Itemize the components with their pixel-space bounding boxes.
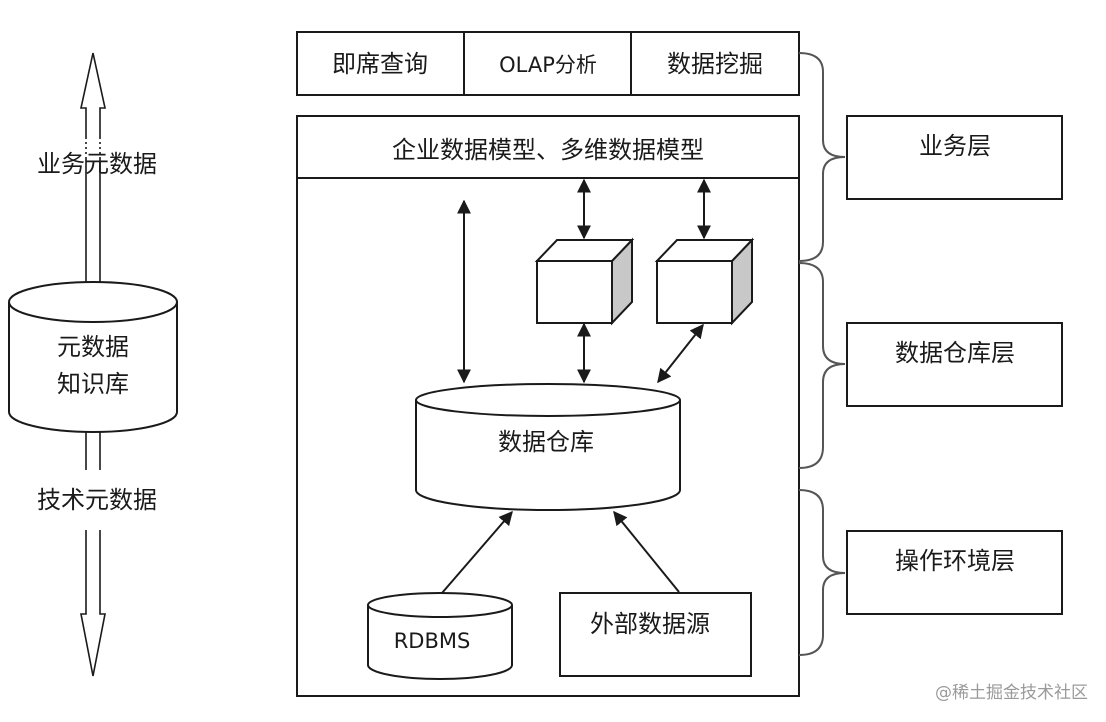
data-cube-2 bbox=[654, 237, 755, 326]
layer-braces bbox=[798, 52, 846, 656]
tool-data-mining: 数据挖掘 bbox=[667, 50, 763, 78]
metadata-knowledge-base-cylinder bbox=[8, 281, 178, 433]
watermark: @稀土掘金技术社区 bbox=[935, 683, 1088, 703]
metadata-axis: 业务元数据 元数据 知识库 技术元数据 bbox=[8, 52, 178, 677]
tool-olap-analysis: OLAP分析 bbox=[499, 53, 597, 77]
brace-operation-layer bbox=[798, 489, 846, 656]
business-layer-label: 业务层 bbox=[919, 132, 991, 160]
business-metadata-label: 业务元数据 bbox=[37, 150, 157, 178]
rdbms-label: RDBMS bbox=[394, 629, 471, 653]
external-data-source-box bbox=[559, 592, 752, 677]
data-cube-1 bbox=[534, 237, 635, 326]
rdbms-cylinder bbox=[367, 592, 513, 680]
data-warehouse-label: 数据仓库 bbox=[498, 428, 594, 456]
model-header: 企业数据模型、多维数据模型 bbox=[392, 136, 704, 164]
business-layer-box bbox=[846, 115, 1063, 200]
technical-metadata-arrow bbox=[80, 432, 106, 677]
tools-row: 即席查询 OLAP分析 数据挖掘 bbox=[296, 31, 800, 96]
layer-labels: 业务层 数据仓库层 操作环境层 bbox=[846, 115, 1063, 615]
warehouse-panel: 企业数据模型、多维数据模型 数据仓库 bbox=[296, 115, 800, 697]
warehouse-layer-label: 数据仓库层 bbox=[895, 339, 1015, 367]
arrow-cube2-to-warehouse bbox=[657, 323, 704, 384]
tool-ad-hoc-query: 即席查询 bbox=[332, 50, 428, 78]
brace-business-layer bbox=[798, 52, 846, 262]
brace-warehouse-layer bbox=[798, 262, 846, 469]
external-data-source-label: 外部数据源 bbox=[590, 610, 710, 638]
knowledge-base-line2: 知识库 bbox=[57, 370, 129, 398]
arrow-external-to-warehouse bbox=[613, 510, 680, 593]
technical-metadata-label: 技术元数据 bbox=[37, 486, 157, 514]
operation-layer-box bbox=[846, 530, 1063, 615]
arrow-rdbms-to-warehouse bbox=[441, 510, 513, 594]
data-warehouse-cylinder bbox=[415, 383, 681, 511]
operation-layer-label: 操作环境层 bbox=[895, 547, 1015, 575]
business-metadata-arrow bbox=[80, 52, 106, 282]
warehouse-layer-box bbox=[846, 322, 1063, 407]
knowledge-base-line1: 元数据 bbox=[57, 333, 129, 361]
